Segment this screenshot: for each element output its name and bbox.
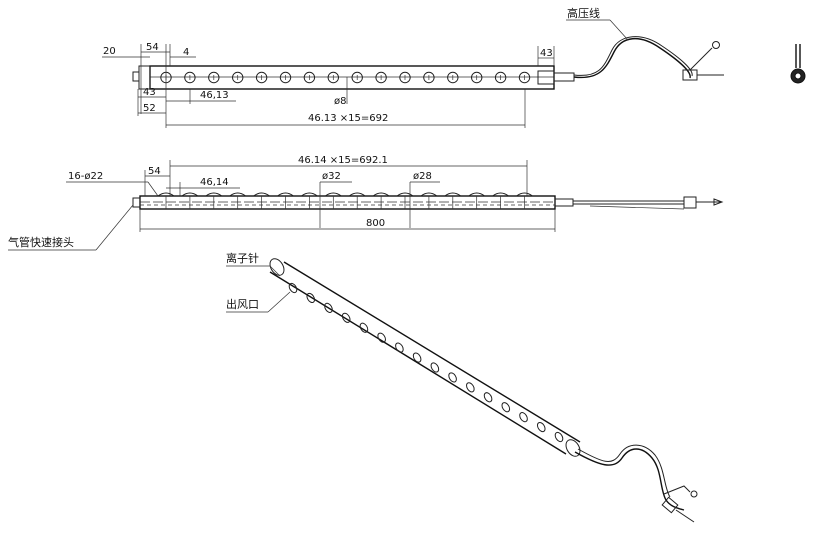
side-nozzle (157, 192, 175, 197)
iso-outlet (483, 392, 493, 403)
ground-ring-terminal (712, 41, 720, 49)
top-hole (423, 71, 435, 84)
dim-20: 20 (103, 46, 116, 57)
iso-outlet (501, 402, 511, 413)
iso-view: 离子针 出风口 (226, 251, 698, 523)
top-hole (494, 71, 507, 84)
side-nozzle (229, 192, 246, 197)
dim-52: 52 (143, 103, 156, 114)
side-nozzle (492, 192, 509, 197)
side-nozzle (205, 192, 223, 197)
side-nozzle (444, 192, 462, 197)
top-hole (303, 71, 316, 84)
side-nozzle (420, 192, 438, 197)
iso-outlet (554, 431, 564, 443)
iso-outlets (288, 282, 564, 443)
dim-800: 800 (366, 218, 385, 229)
iso-outlet (466, 382, 475, 393)
hv-wire-label: 高压线 (567, 6, 600, 20)
iso-tube-end (269, 258, 285, 276)
hv-cable (573, 38, 691, 79)
top-hole (208, 71, 220, 84)
dim-54-top: 54 (146, 42, 159, 53)
top-hole (518, 71, 531, 84)
top-left-fitting (132, 71, 140, 82)
iso-outlet (359, 322, 369, 333)
top-hole (351, 71, 363, 84)
iso-outlet (341, 312, 351, 323)
side-nozzle (301, 192, 318, 197)
iso-tube-upper (269, 271, 567, 455)
top-hole (232, 71, 244, 84)
top-hole (184, 71, 196, 84)
dim-4: 4 (183, 47, 189, 58)
dim-54-side: 54 (148, 166, 161, 177)
side-nozzle (348, 192, 366, 197)
top-hole (255, 71, 268, 84)
dim-phi28: ø28 (413, 171, 432, 182)
iso-outlet (395, 342, 404, 353)
iso-outlet (306, 292, 316, 304)
iso-outlet (430, 362, 440, 373)
side-nozzles (157, 192, 533, 209)
side-nozzle (516, 192, 533, 197)
iso-outlet (448, 372, 457, 383)
dim-692: 46.13 ×15=692 (308, 113, 388, 124)
top-hole (399, 71, 411, 84)
top-hole (327, 71, 339, 84)
dim-phi8: ø8 (334, 96, 346, 107)
iso-outlet (536, 421, 546, 433)
top-hole (447, 71, 459, 84)
top-right-connector (553, 72, 575, 82)
top-hole (375, 71, 387, 84)
side-left-fitting (132, 197, 141, 208)
dim-43-right: 43 (540, 48, 553, 59)
ion-needle-label: 离子针 (226, 251, 259, 265)
iso-outlet (324, 302, 333, 313)
end-view (790, 44, 806, 84)
iso-outlet (288, 282, 298, 294)
top-hole (279, 71, 292, 84)
side-nozzle (277, 192, 294, 197)
side-nozzle (396, 192, 414, 197)
side-nozzle (181, 192, 199, 197)
side-bar-body (139, 195, 556, 210)
iso-outlet (519, 412, 528, 423)
air-outlet-label: 出风口 (226, 297, 259, 311)
dim-phi32: ø32 (322, 171, 341, 182)
top-hole (471, 71, 483, 84)
air-fitting-label: 气管快速接头 (8, 235, 74, 249)
side-nozzle (372, 192, 390, 197)
dim-43-left: 43 (143, 87, 156, 98)
side-nozzle (325, 192, 342, 197)
side-nozzle (253, 192, 270, 197)
side-view: 46.14 ×15=692.1 54 16-ø22 46,14 ø32 ø28 … (8, 155, 724, 251)
side-nozzle (468, 192, 485, 197)
side-plug (683, 196, 697, 209)
iso-outlet (377, 332, 386, 343)
dim-692-1: 46.14 ×15=692.1 (298, 155, 388, 166)
dim-46-13: 46,13 (200, 90, 229, 101)
iso-plug (661, 496, 679, 514)
top-right-endcap (537, 70, 555, 85)
iso-outlet (412, 352, 422, 363)
top-holes (160, 71, 531, 84)
dim-46-14: 46,14 (200, 177, 229, 188)
dim-16-phi22: 16-ø22 (68, 171, 103, 182)
top-view: 高压线 20 54 4 43 52 46,13 ø8 46.13 ×15=692 (102, 6, 724, 128)
